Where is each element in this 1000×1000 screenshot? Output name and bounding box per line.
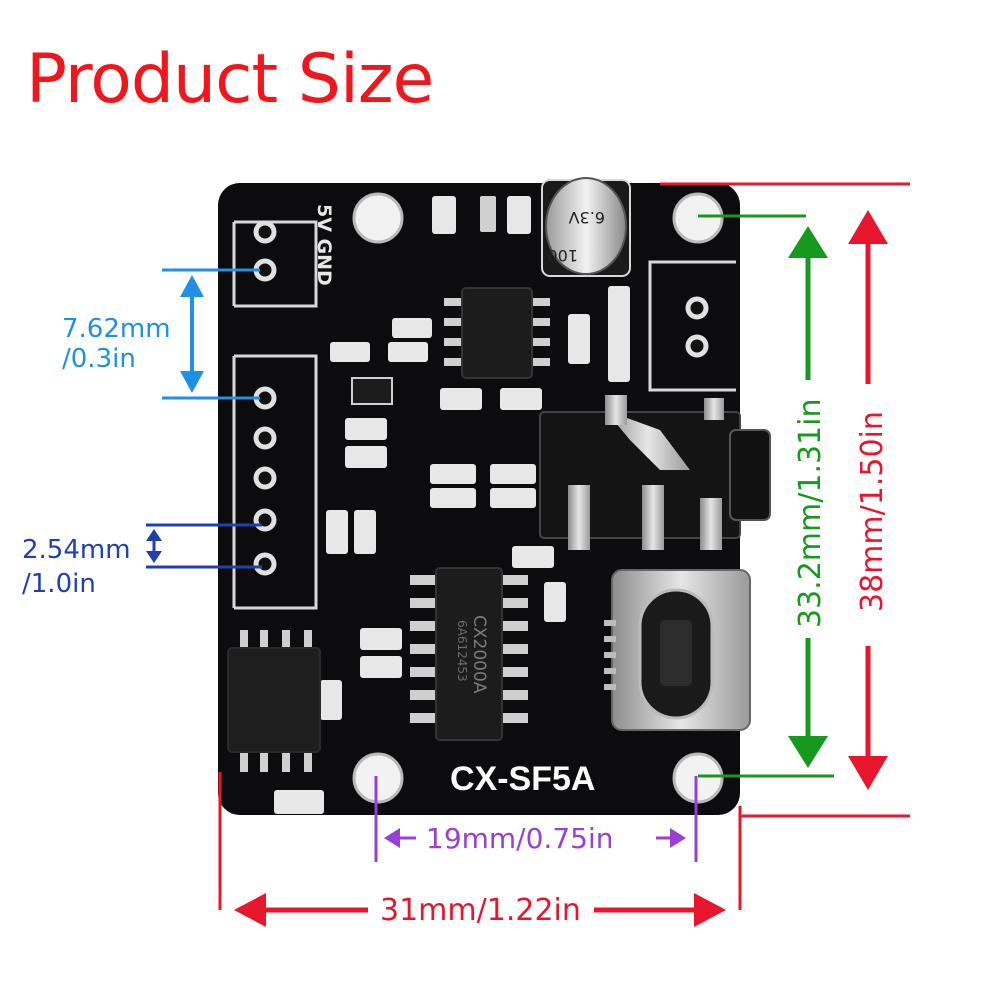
flash-chip (227, 630, 321, 772)
pin-pitch-small-in: /1.0in (22, 569, 96, 599)
pin-pitch-small-dimension (146, 523, 262, 569)
hole-spacing-horizontal-dimension (374, 776, 698, 862)
pin-pitch-large-mm: 7.62mm (62, 314, 171, 344)
board-width-label: 31mm/1.22in (380, 893, 581, 928)
hole-spacing-vertical-label: 33.2mm/1.31in (793, 399, 828, 629)
capacitor-voltage: 6.3V (569, 208, 605, 227)
pin-pitch-large-dimension (162, 268, 260, 400)
mounting-hole-bottom-right (672, 752, 724, 804)
pin-pitch-large-in: /0.3in (62, 344, 136, 374)
mounting-hole-bottom-left (352, 752, 404, 804)
audio-jack (539, 395, 771, 550)
pcb-board: 5V GND 100 6.3V (218, 177, 771, 815)
model-label: CX-SF5A (450, 760, 595, 798)
chip-code: 6A612453 (455, 620, 469, 682)
mounting-hole-top-left (352, 192, 404, 244)
usb-c-port (604, 569, 751, 731)
power-silk-label: 5V GND (313, 204, 335, 286)
main-chip: CX2000A 6A612453 (410, 567, 528, 741)
board-width-dimension (218, 772, 742, 927)
electrolytic-capacitor: 100 6.3V (541, 177, 631, 277)
capacitor-value: 100 (547, 246, 578, 265)
hole-spacing-vertical-dimension (698, 214, 834, 778)
page-title: Product Size (26, 40, 434, 119)
board-height-label: 38mm/1.50in (855, 411, 890, 612)
pin-pitch-small-mm: 2.54mm (22, 535, 131, 565)
chip-label: CX2000A (469, 615, 489, 694)
smd-components (274, 196, 630, 814)
hole-spacing-horizontal-label: 19mm/0.75in (426, 822, 613, 855)
board-height-dimension (660, 182, 910, 818)
mounting-hole-top-right (672, 192, 724, 244)
amplifier-ic (444, 287, 550, 379)
